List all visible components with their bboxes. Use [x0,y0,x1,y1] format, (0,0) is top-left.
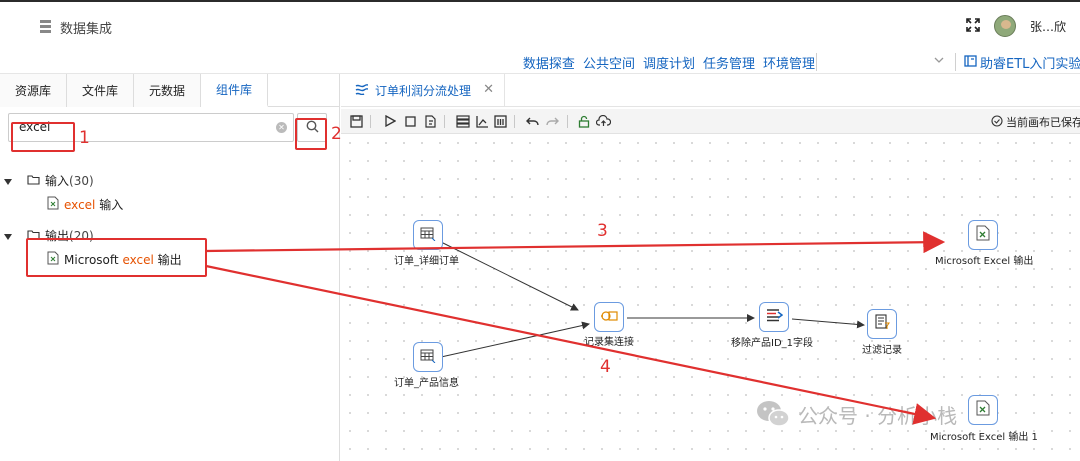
node-label: 记录集连接 [584,337,634,348]
search-match: excel [122,253,154,267]
preview-icon[interactable] [422,113,438,129]
folder-icon [27,174,40,188]
canvas-tab-label: 订单利润分流处理 [375,84,472,98]
save-icon[interactable] [348,113,364,129]
remove-field-icon [765,307,784,327]
menu-task-manage[interactable]: 任务管理 [702,57,755,72]
menu-divider [816,53,817,71]
chart-icon[interactable] [474,113,490,129]
menu-data-explore[interactable]: 数据探查 [522,57,575,72]
tree-item-prefix: Microsoft [64,253,123,267]
top-bar: 数据集成 张…欣 [0,0,1080,50]
annotation-box-search-button [295,118,327,150]
search-match: excel [64,198,96,212]
redo-icon[interactable] [544,113,560,129]
wechat-icon [756,399,790,429]
avatar[interactable] [993,15,1016,37]
tab-resource-lib[interactable]: 资源库 [0,74,67,107]
table-icon [420,226,436,245]
run-icon[interactable] [382,113,398,129]
tree-item-excel-input[interactable]: excel 输入 [47,196,123,213]
database-icon [40,18,51,37]
fullscreen-icon[interactable] [966,17,980,36]
canvas-tabs: 订单利润分流处理 ✕ [341,74,1080,107]
annotation-number: 2 [331,124,342,144]
tree-group-input-count: (30) [69,174,94,188]
tree-group-input[interactable]: 输入(30) [4,172,94,189]
excel-icon [976,225,990,245]
annotation-number: 3 [597,221,608,241]
tree-group-input-label: 输入 [45,174,70,188]
toolbar-divider [567,115,568,128]
node-label: 订单_详细订单 [394,256,459,267]
app-title: 数据集成 [60,22,113,37]
menu-env-manage[interactable]: 环境管理 [762,57,815,72]
tab-metadata[interactable]: 元数据 [134,74,201,107]
tree-item-label: 输入 [95,198,124,212]
filter-icon [874,314,891,334]
node-label: Microsoft Excel 输出 [935,256,1034,267]
toolbar-divider [444,115,445,128]
stop-icon[interactable] [402,113,418,129]
save-status: 当前画布已保存 [991,114,1080,130]
table-icon [420,348,436,367]
app-header: 数据集成 [40,18,112,37]
toolbar-divider [370,115,371,128]
menu-public-space[interactable]: 公共空间 [582,57,635,72]
tree-item-excel-output[interactable]: Microsoft excel 输出 [47,251,182,268]
tab-canvas-job[interactable]: 订单利润分流处理 ✕ [341,74,505,107]
toolbar-divider [514,115,515,128]
clear-icon[interactable]: ✕ [276,122,287,133]
node-product-info[interactable] [413,342,443,372]
node-excel-output-1[interactable] [968,395,998,425]
node-filter-records[interactable] [867,309,897,339]
check-circle-icon [991,114,1003,130]
canvas-toolbar: 当前画布已保存 [341,109,1080,134]
node-label: 移除产品ID_1字段 [731,338,814,349]
node-label: 订单_产品信息 [394,378,459,389]
save-status-text: 当前画布已保存 [1006,116,1080,129]
annotation-number: 1 [79,128,90,148]
tree-item-label: 输出 [153,253,182,267]
annotation-number: 4 [600,357,611,377]
annotation-box-search [11,122,75,152]
chevron-down-icon[interactable] [934,54,944,67]
publish-icon[interactable] [595,113,611,129]
node-recordset-join[interactable] [594,302,624,332]
excel-file-icon [47,196,59,213]
node-label: Microsoft Excel 输出 1 [930,432,1038,443]
username[interactable]: 张…欣 [1029,19,1066,34]
panel-tabs: 资源库 文件库 元数据 组件库 [0,74,339,107]
annotation-box-excel-output [26,238,207,277]
close-icon[interactable]: ✕ [483,82,494,97]
etl-tutorial-link[interactable]: 助睿ETL入门实验 [964,53,1080,72]
menu-divider [955,53,956,71]
tab-component-lib[interactable]: 组件库 [201,74,268,107]
watermark: 公众号 · 分析小栈 [756,399,957,429]
node-label: 过滤记录 [862,345,902,356]
caret-down-icon[interactable] [4,229,12,243]
node-remove-field[interactable] [759,302,789,332]
flow-icon [355,83,369,98]
monitor-icon[interactable] [492,113,508,129]
search-box: ✕ [8,113,294,142]
search-input[interactable] [19,120,259,134]
node-excel-output[interactable] [968,220,998,250]
search-icon [306,118,319,137]
etl-tutorial-label: 助睿ETL入门实验 [980,57,1080,72]
caret-down-icon[interactable] [4,174,12,188]
node-order-detail[interactable] [413,220,443,250]
tab-file-lib[interactable]: 文件库 [67,74,134,107]
excel-icon [976,400,990,420]
join-icon [600,308,618,327]
undo-icon[interactable] [524,113,540,129]
menu-bar: 数据探查 公共空间 调度计划 任务管理 环境管理 助睿ETL入门实验 [0,50,1080,74]
unlock-icon[interactable] [576,113,592,129]
layout-icon[interactable] [455,113,471,129]
excel-file-icon [47,251,59,268]
menu-schedule-plan[interactable]: 调度计划 [642,57,695,72]
watermark-text: 公众号 · 分析小栈 [798,403,958,428]
book-icon [964,54,977,71]
